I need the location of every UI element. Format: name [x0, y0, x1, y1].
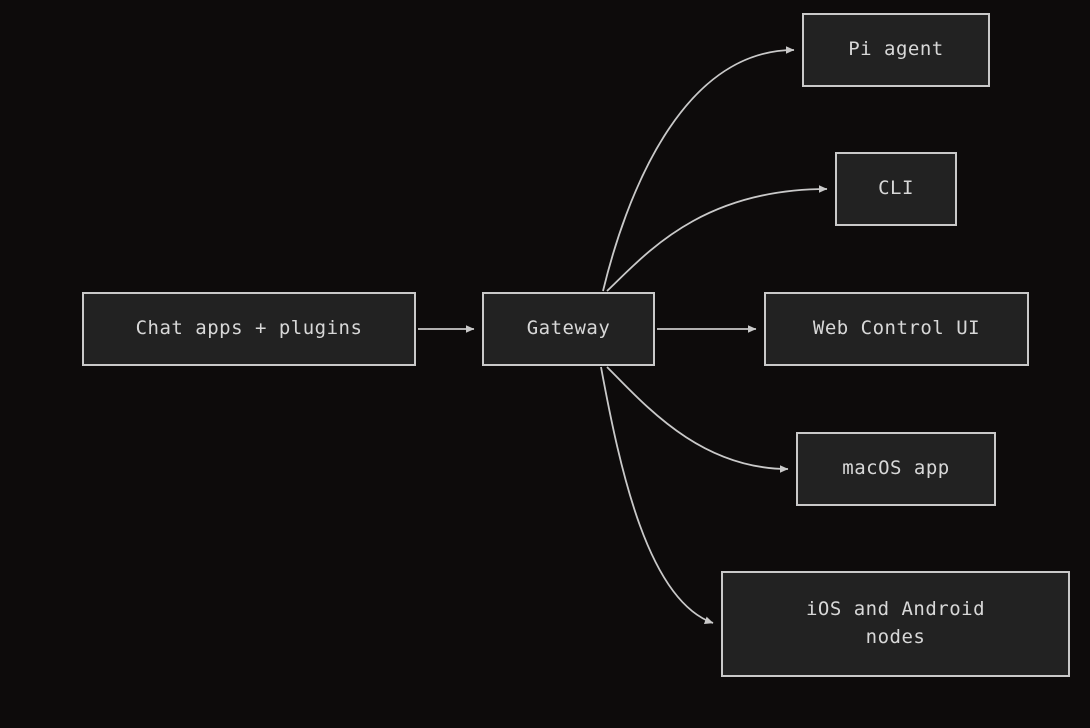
- edge-gateway-to-macos-app: [606, 366, 789, 473]
- node-gateway[interactable]: Gateway: [482, 292, 655, 366]
- node-pi-agent[interactable]: Pi agent: [802, 13, 990, 87]
- edge-gateway-to-cli: [606, 185, 828, 292]
- edge-gateway-to-pi-agent: [602, 46, 795, 292]
- edge-gateway-to-ios-android: [600, 366, 714, 624]
- node-chat-apps[interactable]: Chat apps + plugins: [82, 292, 416, 366]
- node-ios-android-nodes[interactable]: iOS and Android nodes: [721, 571, 1070, 677]
- node-web-control-ui[interactable]: Web Control UI: [764, 292, 1029, 366]
- node-cli[interactable]: CLI: [835, 152, 957, 226]
- node-macos-app[interactable]: macOS app: [796, 432, 996, 506]
